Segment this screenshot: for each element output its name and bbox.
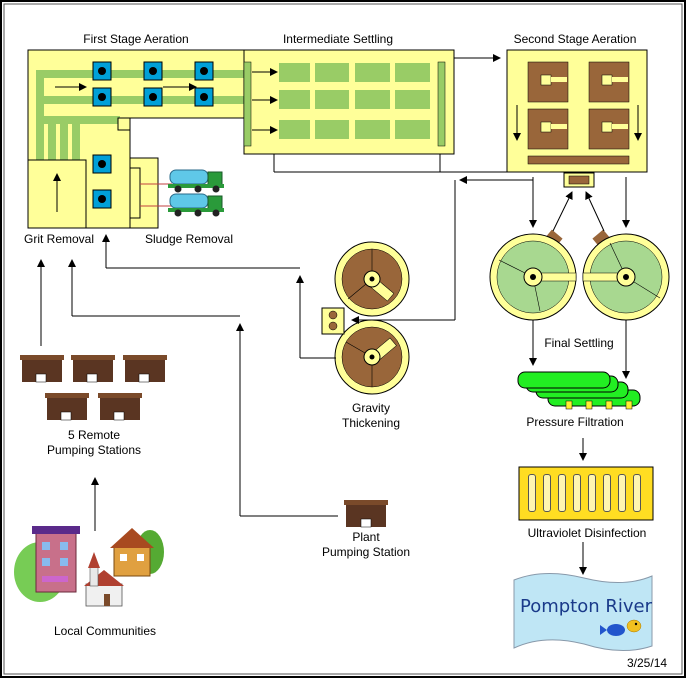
remote-pumping-station-icon (20, 355, 64, 383)
pompton-river-text: Pompton River (520, 596, 653, 617)
local-communities-icon (14, 526, 164, 607)
label-remote-pumping-line1: 5 Remote (67, 428, 121, 442)
label-plant-pumping-station: Plant Pumping Station (306, 530, 426, 560)
label-final-settling: Final Settling (544, 336, 614, 350)
aerator-icon (92, 154, 112, 174)
uv-lamp-array (526, 474, 646, 514)
intermediate-settling-tank (243, 49, 455, 155)
uv-lamp-icon (543, 474, 551, 512)
label-plant-pumping-line1: Plant (352, 530, 380, 544)
label-gravity-thickening: Gravity Thickening (321, 401, 421, 431)
sludge-truck-icon (168, 169, 224, 193)
return-sludge-pump-box (563, 172, 595, 188)
aerator-icon (194, 87, 214, 107)
label-plant-pumping-line2: Pumping Station (321, 545, 411, 559)
second-stage-aeration-tank (506, 49, 648, 173)
gravity-thickener (334, 241, 410, 317)
aerator-icon (92, 87, 112, 107)
date-stamp: 3/25/14 (627, 656, 668, 670)
remote-pumping-station-icon (98, 393, 142, 421)
final-settling-clarifier (489, 229, 577, 321)
label-ultraviolet-disinfection: Ultraviolet Disinfection (527, 526, 647, 540)
label-second-stage-aeration: Second Stage Aeration (513, 32, 637, 46)
label-intermediate-settling: Intermediate Settling (282, 32, 394, 46)
grit-removal-chamber (27, 159, 87, 229)
remote-pumping-station-icon (123, 355, 167, 383)
uv-lamp-icon (528, 474, 536, 512)
sludge-removal-chamber (129, 157, 172, 229)
aerator-icon (143, 61, 163, 81)
flow-arrows (37, 54, 630, 575)
aerator-icon (194, 61, 214, 81)
pressure-filter-units (517, 371, 641, 410)
plant-pumping-station-icon (344, 500, 388, 528)
label-pressure-filtration: Pressure Filtration (526, 415, 624, 429)
sludge-truck-icon (168, 193, 224, 217)
label-sludge-removal: Sludge Removal (144, 232, 234, 246)
uv-lamp-icon (558, 474, 566, 512)
uv-lamp-icon (633, 474, 641, 512)
remote-pumping-station-icon (71, 355, 115, 383)
uv-disinfection-unit (518, 466, 654, 521)
label-gravity-thickening-line1: Gravity (351, 401, 390, 415)
aerator-icons (92, 61, 214, 209)
label-grit-removal: Grit Removal (23, 232, 94, 246)
final-settling-clarifier (582, 229, 670, 321)
aerator-icon (92, 189, 112, 209)
label-remote-pumping-stations: 5 Remote Pumping Stations (34, 428, 154, 458)
aerator-icon (143, 87, 163, 107)
label-remote-pumping-line2: Pumping Stations (46, 443, 142, 457)
aerator-icon (92, 61, 112, 81)
thickener-pump-box (321, 307, 345, 335)
fish-icon (600, 619, 642, 636)
label-gravity-thickening-line2: Thickening (341, 416, 401, 430)
label-first-stage-aeration: First Stage Aeration (83, 32, 189, 46)
uv-lamp-icon (603, 474, 611, 512)
remote-pumping-station-icon (45, 393, 89, 421)
uv-lamp-icon (618, 474, 626, 512)
gravity-thickener (334, 319, 410, 395)
label-local-communities: Local Communities (53, 624, 157, 638)
uv-lamp-icon (588, 474, 596, 512)
uv-lamp-icon (573, 474, 581, 512)
